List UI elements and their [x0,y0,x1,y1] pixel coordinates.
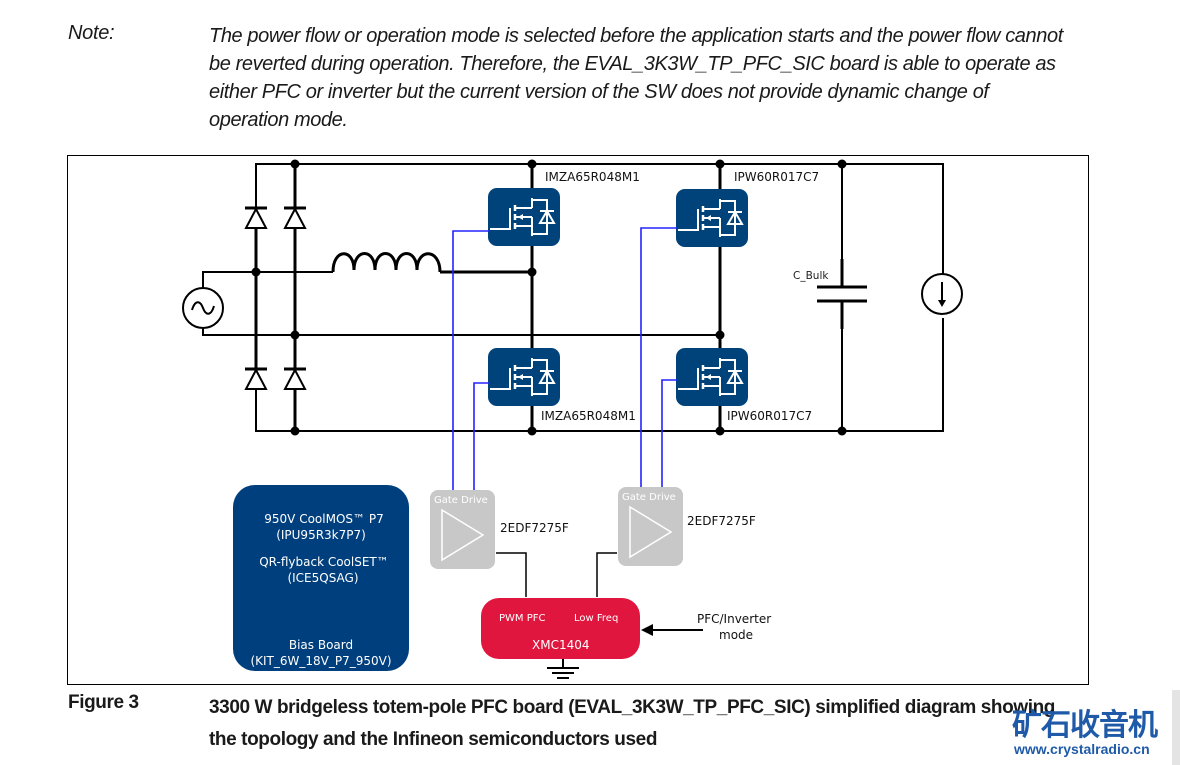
mosfet-bottom-left [486,346,562,408]
junction-dots [251,159,847,436]
caption-text: 3300 W bridgeless totem-pole PFC board (… [209,697,1055,750]
watermark-bar [1172,690,1180,765]
inductor-icon [256,252,532,274]
gate-drive-left: Gate Drive [430,490,495,569]
bias-line-3: QR-flyback CoolSET™ [259,555,389,569]
bias-line-2: (IPU95R3k7P7) [276,528,366,542]
bias-line-6: (KIT_6W_18V_P7_950V) [250,654,391,668]
dc-rail-bottom [255,318,944,432]
note-label: Note: [68,22,115,44]
current-source-icon [921,273,963,315]
controller-lf-label: Low Freq [574,613,618,624]
note-text: The power flow or operation mode is sele… [209,25,1063,131]
controller-name: XMC1404 [532,638,590,652]
bias-line-4: (ICE5QSAG) [287,571,358,585]
mosfet-bottom-right [674,346,750,408]
mode-input-label-2: mode [719,628,753,642]
controller-pwm-label: PWM PFC [499,613,546,624]
gate-signal-wires [452,227,677,490]
mosfet-bottom-left-label: IMZA65R048M1 [541,409,636,423]
gate-drive-left-title: Gate Drive [434,495,488,506]
dc-rail-top [255,163,944,276]
bias-board-block: 950V CoolMOS™ P7 (IPU95R3k7P7) QR-flybac… [233,485,409,671]
figure-frame [67,155,1089,685]
watermark-logo: 矿石收音机 [1012,708,1158,743]
gate-drive-right-part: 2EDF7275F [687,514,756,528]
controller-block: PWM PFC Low Freq XMC1404 [481,598,640,659]
gate-drive-right-title: Gate Drive [622,492,676,503]
bias-line-1: 950V CoolMOS™ P7 [264,512,383,526]
caption-label: Figure 3 [68,692,139,713]
mosfet-top-right-label: IPW60R017C7 [734,170,819,184]
diode-4 [282,367,308,391]
mode-input-arrow-icon [641,624,703,636]
mosfet-bottom-right-label: IPW60R017C7 [727,409,812,423]
diode-1 [243,206,269,230]
controller-wires [496,552,617,597]
mosfet-top-left [486,186,562,248]
gate-drive-left-part: 2EDF7275F [500,521,569,535]
diode-3 [243,367,269,391]
watermark-url: www.crystalradio.cn [1014,741,1150,757]
mode-input-label-1: PFC/Inverter [697,612,771,626]
bias-line-5: Bias Board [289,638,353,652]
mosfet-top-right [674,187,750,249]
capacitor-label: C_Bulk [793,270,829,282]
capacitor-icon [817,164,867,431]
mosfet-top-left-label: IMZA65R048M1 [545,170,640,184]
gate-drive-right: Gate Drive [618,487,683,566]
ground-icon [547,659,579,679]
ac-source-icon [182,271,720,336]
diode-2 [282,206,308,230]
